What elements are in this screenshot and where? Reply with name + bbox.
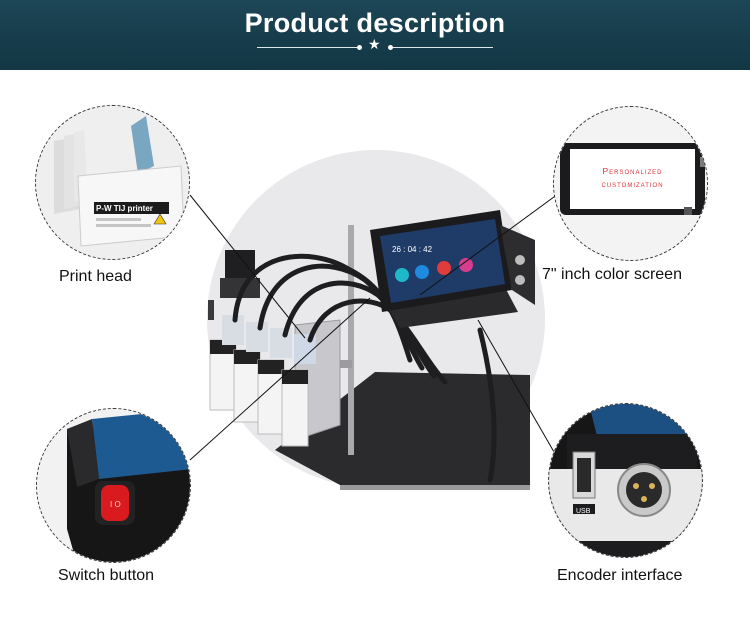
print-head-leader (189, 194, 306, 339)
callout-lines (189, 193, 559, 461)
screen-text-line1: Personalized (602, 166, 663, 176)
switch-button-label: Switch button (58, 567, 155, 584)
print-head-brand-label: P-W TIJ printer (96, 204, 153, 213)
ink-cartridges (209, 315, 316, 447)
switch-button-photo: I O (36, 408, 191, 563)
printer-illustration: 26 : 04 : 42 (208, 210, 535, 490)
cables (232, 253, 497, 483)
encoder-leader (477, 319, 555, 453)
title-divider-right (393, 47, 493, 48)
page-title: Product description (244, 8, 506, 38)
encoder-interface-label: Encoder interface (557, 567, 683, 584)
power-switch-icon (101, 485, 129, 521)
printer-screen-time: 26 : 04 : 42 (392, 245, 433, 254)
switch-leader (189, 297, 371, 461)
header-banner: Product description ★ (0, 0, 750, 70)
screen-text-line2: customization (601, 179, 664, 189)
print-head-label: Print head (59, 268, 132, 285)
divider-dot (388, 45, 393, 50)
print-head-photo: P-W TIJ printer (35, 105, 190, 260)
title-divider-left (257, 47, 357, 48)
star-icon: ★ (368, 36, 381, 52)
conveyor-belt (275, 372, 530, 485)
svg-text:I O: I O (110, 500, 121, 509)
controller-unit: 26 : 04 : 42 (370, 210, 535, 328)
encoder-interface-photo: USB (548, 403, 703, 558)
usb-text: USB (576, 508, 591, 515)
color-screen-label: 7" inch color screen (542, 266, 682, 283)
screen-leader (419, 193, 559, 296)
divider-dot (357, 45, 362, 50)
color-screen-photo: Personalized customization (553, 106, 708, 261)
product-canvas: 26 : 04 : 42 P-W TIJ printer (0, 70, 750, 641)
